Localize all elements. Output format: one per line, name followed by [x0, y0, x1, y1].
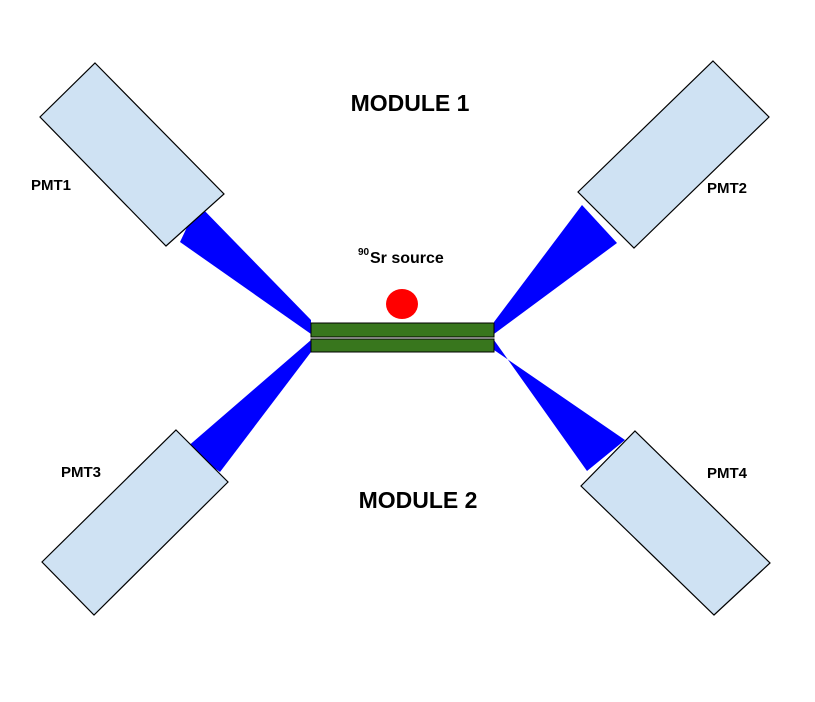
light-guide-pmt2: [494, 205, 617, 334]
pmt1-body: [39, 62, 225, 247]
pmt4-body: [580, 430, 771, 616]
light-guide-pmt3: [186, 340, 311, 472]
module1-label: MODULE 1: [351, 90, 470, 116]
source-superscript: 90: [358, 247, 370, 258]
scintillator-module1: [310, 322, 495, 338]
pmt2-body: [577, 60, 770, 249]
pmt1-label: PMT1: [31, 177, 71, 194]
pmt3-body: [41, 429, 229, 616]
pmt3-label: PMT3: [61, 464, 101, 481]
light-guide-pmt1: [180, 204, 311, 334]
pmt2-label: PMT2: [707, 180, 747, 197]
scintillator-module2: [310, 338, 495, 353]
pmt4-label: PMT4: [707, 465, 748, 482]
light-guide-pmt4: [494, 340, 625, 471]
module2-label: MODULE 2: [359, 487, 478, 513]
sr90-source: [386, 289, 418, 319]
source-label: Sr source: [370, 250, 444, 267]
